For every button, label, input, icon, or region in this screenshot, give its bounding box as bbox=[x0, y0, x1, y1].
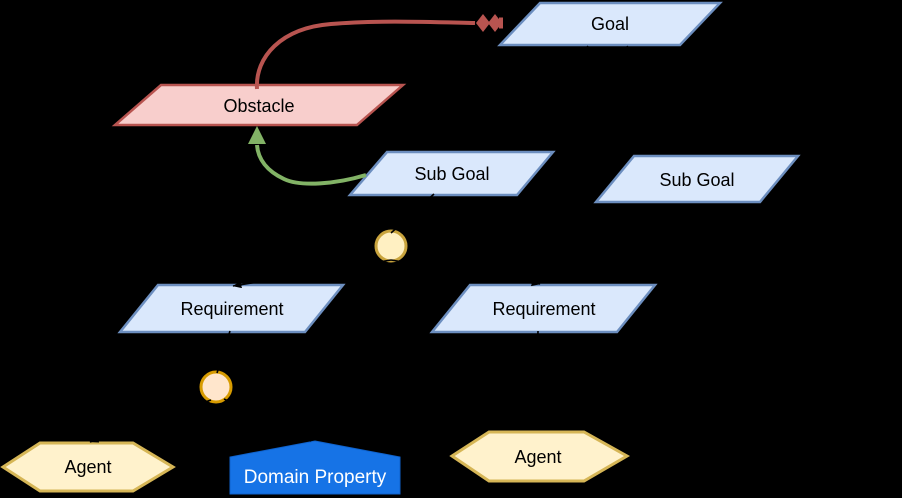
domain-property-label: Domain Property bbox=[244, 467, 387, 488]
agent-right-label: Agent bbox=[514, 447, 561, 467]
obstacle-node[interactable]: Obstacle bbox=[111, 83, 407, 127]
agent-left-node[interactable]: Agent bbox=[0, 441, 176, 493]
requirement-left-shape[interactable] bbox=[117, 283, 346, 334]
agent-left-label: Agent bbox=[64, 457, 111, 477]
obstacle-shape[interactable] bbox=[111, 83, 407, 127]
obstruction-arrow-diamond-1 bbox=[476, 14, 490, 32]
subgoal-left-label: Sub Goal bbox=[414, 164, 489, 184]
obstacle-label: Obstacle bbox=[223, 96, 294, 116]
edge-junction-to-domain-property[interactable] bbox=[223, 398, 312, 442]
edge-subgoal-left-to-junction[interactable] bbox=[390, 193, 435, 234]
goal-shape[interactable] bbox=[497, 1, 723, 47]
agent-right-node[interactable]: Agent bbox=[449, 430, 631, 483]
and-junction-bottom[interactable] bbox=[199, 370, 233, 404]
edge-junction-to-requirement-right[interactable] bbox=[390, 259, 541, 287]
subgoal-left-node[interactable]: Sub Goal bbox=[347, 150, 556, 197]
resolution-arrow-line[interactable] bbox=[255, 144, 367, 186]
requirement-right-shape[interactable] bbox=[429, 283, 658, 334]
agent-right-shape[interactable] bbox=[449, 430, 631, 483]
edge-junction-to-agent-left[interactable] bbox=[89, 399, 212, 443]
obstruction-arrow[interactable] bbox=[254, 14, 503, 90]
goal-label: Goal bbox=[591, 14, 629, 34]
goal-node[interactable]: Goal bbox=[497, 1, 723, 47]
subgoal-right-label: Sub Goal bbox=[659, 170, 734, 190]
requirement-left-node[interactable]: Requirement bbox=[117, 283, 346, 334]
edge-requirement-left-to-junction[interactable] bbox=[216, 330, 231, 374]
obstruction-arrow-tick bbox=[499, 17, 503, 29]
requirement-right-node[interactable]: Requirement bbox=[429, 283, 658, 334]
edge-junction-to-requirement-left[interactable] bbox=[232, 259, 392, 289]
edge-goal-to-subgoal-left[interactable] bbox=[504, 45, 589, 150]
edge-goal-to-subgoal-right[interactable] bbox=[626, 45, 695, 154]
subgoal-left-shape[interactable] bbox=[347, 150, 556, 197]
subgoal-right-shape[interactable] bbox=[593, 154, 801, 204]
agent-left-shape[interactable] bbox=[0, 441, 176, 493]
requirement-right-label: Requirement bbox=[492, 299, 595, 319]
resolution-arrow[interactable] bbox=[248, 126, 367, 186]
resolution-arrow-head bbox=[248, 126, 266, 144]
domain-property-shape[interactable] bbox=[229, 440, 401, 495]
requirement-left-label: Requirement bbox=[180, 299, 283, 319]
and-junction-top[interactable] bbox=[374, 229, 408, 263]
obstruction-arrow-diamond-2 bbox=[488, 14, 502, 32]
domain-property-node[interactable]: Domain Property bbox=[229, 440, 401, 495]
edge-requirement-right-to-agent-right[interactable] bbox=[531, 330, 539, 430]
obstruction-arrow-line[interactable] bbox=[254, 19, 476, 90]
subgoal-right-node[interactable]: Sub Goal bbox=[593, 154, 801, 204]
